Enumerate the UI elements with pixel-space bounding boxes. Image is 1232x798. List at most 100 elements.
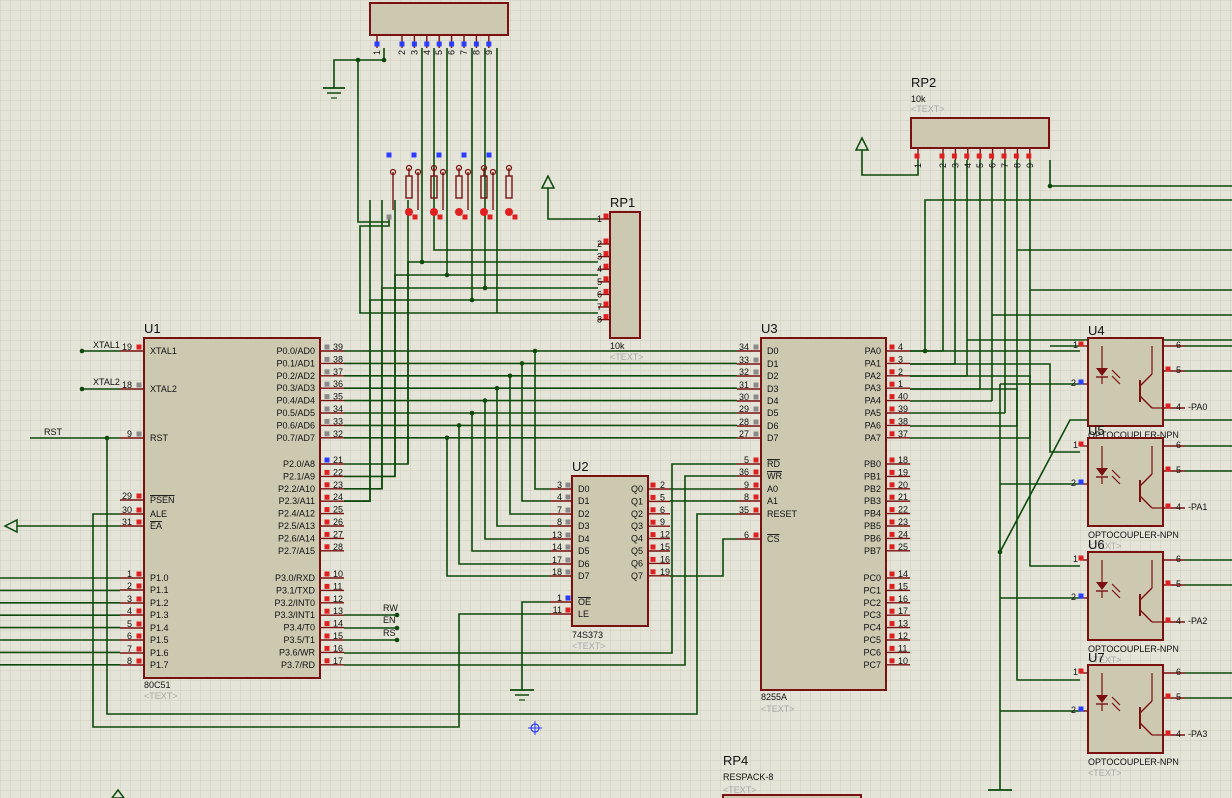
opto-led-icon — [1096, 582, 1108, 590]
opto-light-arrow — [1111, 702, 1121, 712]
u1-pin-marker — [136, 507, 142, 513]
rp3-pin-marker — [424, 41, 430, 47]
u1-pin-name: P0.0/AD0 — [276, 346, 315, 356]
u3-pin-name: D7 — [767, 433, 779, 443]
u1-pin-name: P0.7/AD7 — [276, 433, 315, 443]
wire — [861, 150, 919, 176]
rp1-text: <TEXT> — [610, 352, 644, 362]
rp2-pin-marker — [976, 153, 982, 159]
u3-pin-name: PB0 — [864, 459, 881, 469]
rp2-ref: RP2 — [911, 75, 936, 90]
wire — [344, 299, 598, 502]
u3-pin-marker — [753, 469, 759, 475]
junction-dot — [79, 386, 85, 392]
u1-pin-name: RST — [150, 433, 169, 443]
u1-pin-marker — [136, 633, 142, 639]
u3-pin-marker — [753, 406, 759, 412]
u2-pin-marker — [650, 494, 656, 500]
switch-pin-marker — [412, 214, 418, 220]
opto-ref: U7 — [1088, 650, 1105, 665]
u1-pin-marker — [136, 344, 142, 350]
u1-pin-marker — [324, 469, 330, 475]
u1-pin-marker — [324, 531, 330, 537]
u1-pin-marker — [324, 431, 330, 437]
opto-transistor-emitter — [1139, 722, 1153, 736]
u2-pin-name: Q5 — [631, 546, 643, 556]
rp1-pin-marker — [603, 301, 609, 307]
u3-pin-number: 35 — [739, 505, 749, 515]
u3-pin-marker — [889, 608, 895, 614]
rp3-pin-marker — [473, 41, 479, 47]
u1-pin-number: 12 — [333, 594, 343, 604]
u1-pin-number: 15 — [333, 631, 343, 641]
u1-pin-marker — [324, 596, 330, 602]
switch-contact — [430, 164, 438, 172]
opto-output-label: -PA2 — [1188, 616, 1207, 626]
u3-pin-number: 38 — [898, 416, 908, 426]
wire — [446, 437, 550, 577]
opto-light-arrow — [1111, 589, 1121, 599]
u2-pin-number: 8 — [557, 517, 562, 527]
u3-text: <TEXT> — [761, 704, 795, 714]
rp3-pin-marker — [486, 41, 492, 47]
u1-ref: U1 — [144, 321, 161, 336]
opto-pin-marker — [1078, 379, 1084, 385]
u2-pin-name: D3 — [578, 521, 590, 531]
u3-pin-marker — [889, 418, 895, 424]
opto-transistor-emitter — [1139, 609, 1153, 623]
rp4-type: RESPACK-8 — [723, 772, 773, 782]
junction-dot — [1047, 183, 1053, 189]
rp2-pin-number: 2 — [938, 163, 948, 168]
u1-pin-marker — [324, 418, 330, 424]
opto-pin-number: 5 — [1176, 465, 1181, 475]
switch-led — [505, 208, 513, 216]
u2-pin-number: 11 — [553, 605, 562, 615]
opto-light-arrow — [1111, 469, 1121, 479]
u2-pin-name: Q3 — [631, 521, 643, 531]
u1-pin-name: P3.0/RXD — [275, 573, 316, 583]
opto-body — [1087, 664, 1164, 754]
u1-pin-name: P3.1/TXD — [276, 585, 316, 595]
u3-pin-number: 9 — [744, 480, 749, 490]
u3-pin-number: 6 — [744, 530, 749, 540]
u3-pin-name: D3 — [767, 384, 779, 394]
opto-transistor-emitter — [1139, 395, 1153, 409]
switch-pin-marker — [461, 152, 467, 158]
u1-pin-number: 37 — [333, 367, 343, 377]
u2-pin-name: D0 — [578, 484, 590, 494]
u1-pin-number: 38 — [333, 354, 343, 364]
rp3-pin-number: 2 — [397, 50, 407, 55]
u1-pin-number: 16 — [333, 643, 343, 653]
u3-pin-name: PC1 — [863, 585, 881, 595]
opto-pin-number: 1 — [1073, 667, 1078, 677]
u3-pin-marker — [889, 344, 895, 350]
u1-pin-marker — [136, 608, 142, 614]
u2-pin-name: OE — [578, 597, 591, 607]
rp3-pin-number: 9 — [484, 50, 494, 55]
u1-pin-name: P0.5/AD5 — [276, 408, 315, 418]
opto-pin-number: 6 — [1176, 554, 1181, 564]
u1-pin-number: 27 — [333, 529, 343, 539]
opto-led-icon — [1096, 695, 1108, 703]
wire — [999, 419, 1232, 553]
u1-pin-number: 34 — [333, 404, 343, 414]
rp1-pin-marker — [603, 251, 609, 257]
u3-pin-marker — [889, 457, 895, 463]
u1-pin-name: P0.6/AD6 — [276, 420, 315, 430]
u2-pin-marker — [650, 519, 656, 525]
switch-pin-marker — [486, 152, 492, 158]
opto-body — [1087, 337, 1164, 427]
rp2-pin-number: 6 — [988, 163, 998, 168]
u1-pin-name: ALE — [150, 509, 167, 519]
u3-pin-marker — [889, 645, 895, 651]
opto-ref: U5 — [1088, 423, 1105, 438]
junction-dot — [419, 259, 425, 265]
opto-pin-marker — [1078, 555, 1084, 561]
u1-pin-marker — [324, 394, 330, 400]
u3-pin-number: 27 — [739, 429, 749, 439]
u2-pin-number: 2 — [660, 480, 665, 490]
rp3-pin-number: 5 — [434, 50, 444, 55]
u1-pin-number: 26 — [333, 517, 343, 527]
